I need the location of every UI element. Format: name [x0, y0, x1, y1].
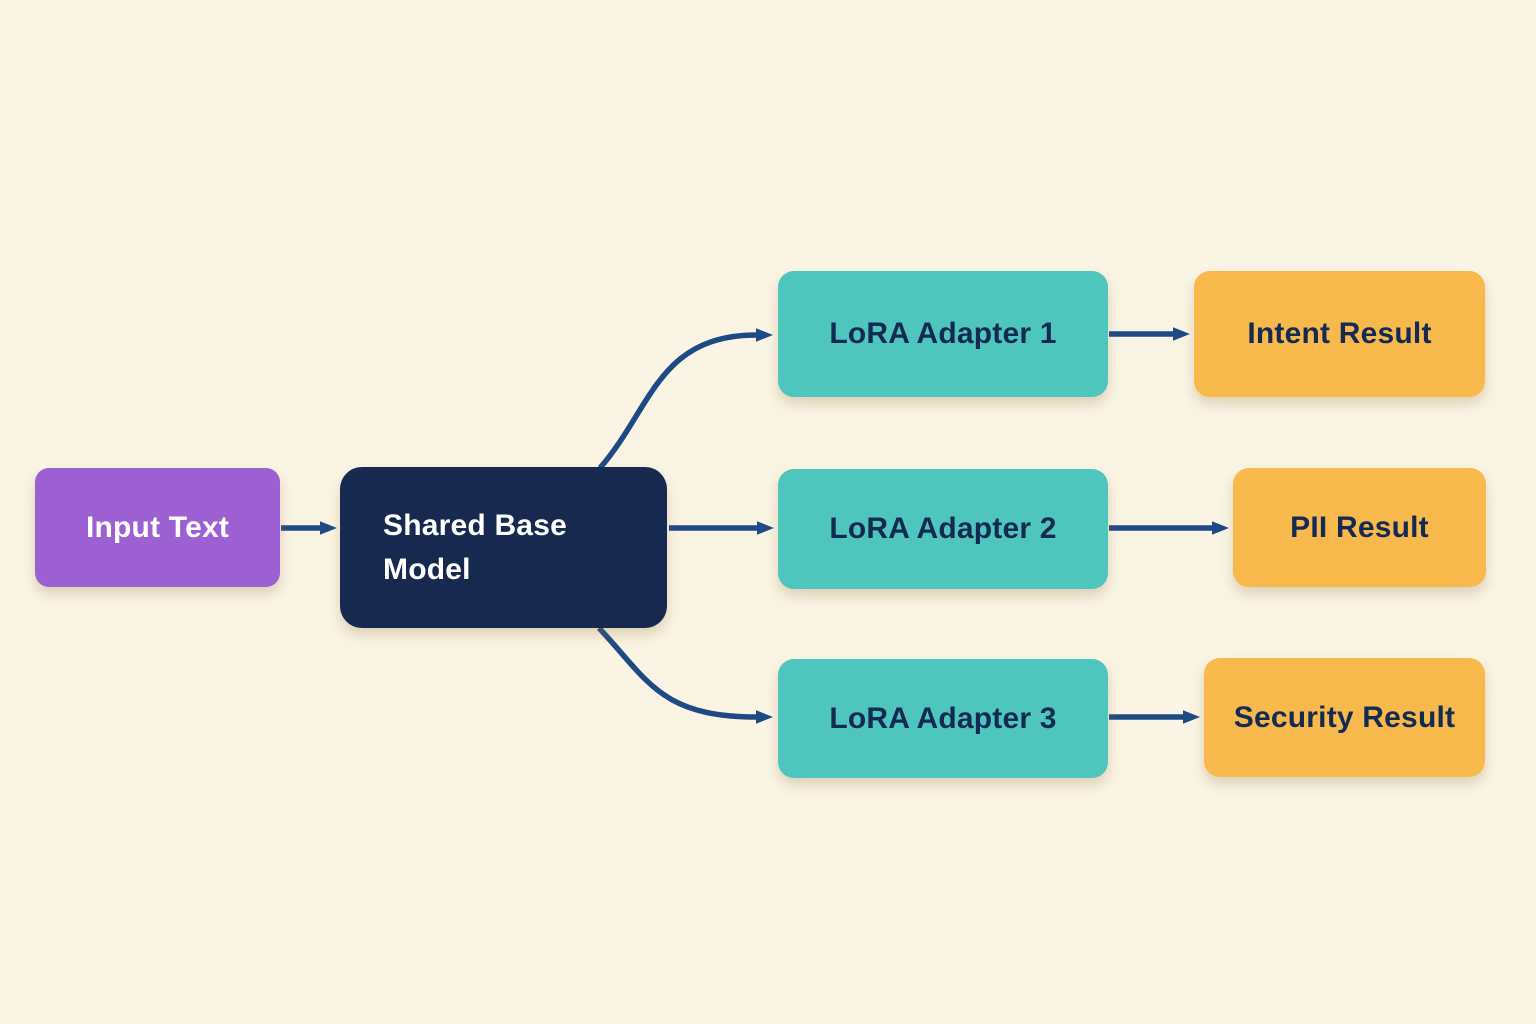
node-intent-result: Intent Result	[1194, 271, 1485, 397]
node-shared-base-model-label: Shared Base Model	[383, 509, 567, 586]
edge-base-to-lora1	[597, 328, 773, 470]
node-intent-result-label: Intent Result	[1247, 317, 1432, 350]
node-lora-adapter-3-label: LoRA Adapter 3	[829, 701, 1057, 735]
node-lora-adapter-1: LoRA Adapter 1	[778, 271, 1108, 397]
edge-base-to-lora3	[596, 626, 773, 724]
node-lora-adapter-2-label: LoRA Adapter 2	[829, 512, 1057, 545]
node-security-result-label: Security Result	[1233, 700, 1456, 734]
node-input-text: Input Text	[35, 468, 280, 587]
node-lora-adapter-2: LoRA Adapter 2	[778, 469, 1108, 589]
node-shared-base-model: Shared Base Model	[340, 467, 667, 628]
node-lora-adapter-1-label: LoRA Adapter 1	[829, 317, 1057, 350]
node-pii-result: PII Result	[1233, 468, 1486, 587]
node-lora-adapter-3: LoRA Adapter 3	[778, 659, 1108, 778]
node-pii-result-label: PII Result	[1290, 510, 1429, 544]
node-security-result: Security Result	[1204, 658, 1485, 777]
node-input-text-label: Input Text	[85, 510, 230, 544]
